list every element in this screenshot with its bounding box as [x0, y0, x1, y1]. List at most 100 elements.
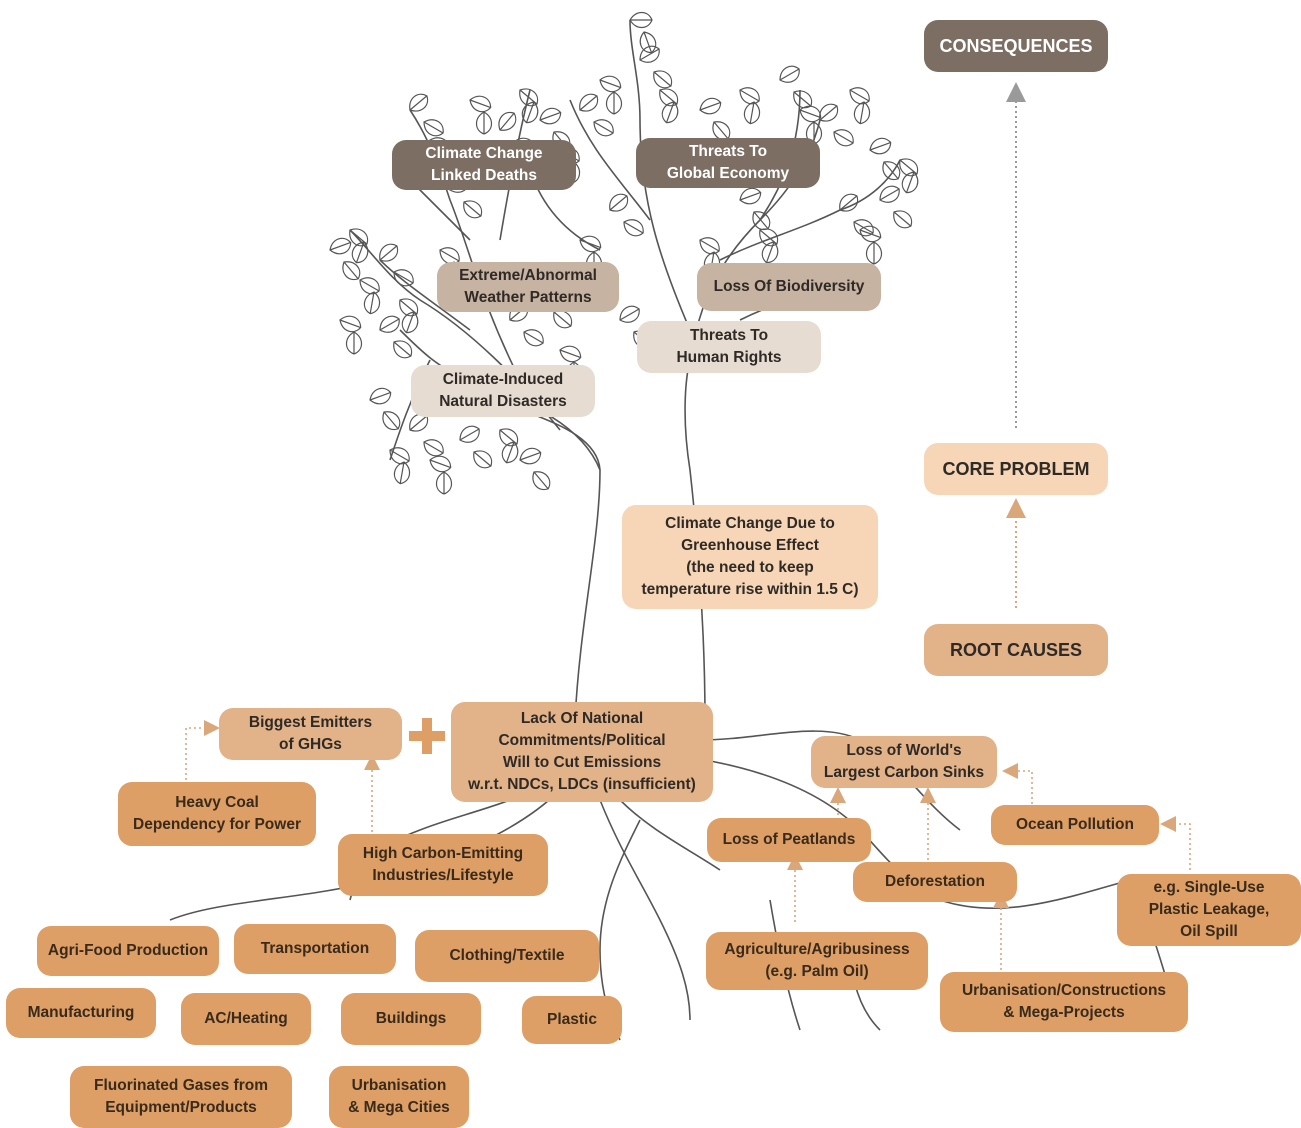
- leaf-mark: [382, 411, 401, 431]
- leaf-mark: [739, 87, 760, 105]
- leaf-mark: [401, 311, 419, 334]
- leaf-mark: [882, 161, 901, 181]
- leaf-mark: [393, 461, 411, 485]
- leaf-mark: [605, 91, 623, 115]
- leaf-mark: [351, 241, 369, 264]
- root-agribusiness: Agriculture/Agribusiness (e.g. Palm Oil): [706, 932, 928, 990]
- leaf-mark: [579, 93, 599, 112]
- leaf-mark: [659, 88, 679, 107]
- leaf-mark: [653, 70, 673, 89]
- root-heavy-coal: Heavy Coal Dependency for Power: [118, 782, 316, 846]
- leaf-mark: [699, 237, 720, 255]
- arrow-coal-to-emitters: [185, 720, 220, 780]
- leaf-mark: [619, 305, 640, 323]
- leaf-mark: [833, 129, 854, 147]
- leaf-mark: [853, 101, 871, 125]
- leaf-mark: [819, 103, 839, 122]
- leaf-mark: [532, 471, 551, 491]
- leaf-mark: [359, 277, 380, 295]
- leaf-mark: [423, 439, 444, 457]
- leaf-mark: [519, 88, 539, 107]
- root-clothing-textile: Clothing/Textile: [415, 930, 599, 982]
- consequence-human-rights: Threats To Human Rights: [637, 321, 821, 373]
- consequence-weather: Extreme/Abnormal Weather Patterns: [437, 262, 619, 312]
- root-buildings: Buildings: [341, 993, 481, 1045]
- leaf-mark: [459, 425, 480, 443]
- leaf-mark: [853, 219, 874, 237]
- root-ac-heating: AC/Heating: [181, 993, 311, 1045]
- leaf-mark: [623, 219, 644, 237]
- leaf-mark: [639, 45, 660, 63]
- leaf-mark: [439, 247, 460, 265]
- leaf-mark: [849, 87, 870, 105]
- leaf-mark: [521, 101, 539, 124]
- root-agri-food: Agri-Food Production: [37, 926, 219, 976]
- leaf-mark: [879, 185, 900, 203]
- leaf-mark: [499, 428, 519, 447]
- leaf-mark: [699, 97, 722, 115]
- leaf-mark: [761, 241, 779, 264]
- consequence-biodiversity: Loss Of Biodiversity: [697, 263, 881, 311]
- consequence-disasters: Climate-Induced Natural Disasters: [411, 365, 595, 417]
- legend-consequences: CONSEQUENCES: [924, 20, 1108, 72]
- root-manufacturing: Manufacturing: [6, 988, 156, 1038]
- leaf-mark: [743, 101, 761, 125]
- leaf-mark: [739, 187, 762, 205]
- legend-root-causes: ROOT CAUSES: [924, 624, 1108, 676]
- consequence-deaths: Climate Change Linked Deaths: [392, 140, 576, 190]
- leaf-mark: [389, 447, 410, 465]
- leaf-mark: [869, 137, 892, 155]
- root-loss-of-peatlands: Loss of Peatlands: [707, 818, 871, 862]
- leaf-mark: [859, 225, 882, 243]
- leaf-mark: [369, 387, 392, 405]
- tree-leaves: [329, 11, 919, 495]
- leaf-mark: [469, 95, 492, 113]
- leaf-mark: [599, 75, 622, 93]
- leaf-mark: [429, 455, 452, 473]
- leaf-mark: [865, 241, 883, 265]
- root-biggest-emitters: Biggest Emitters of GHGs: [219, 708, 402, 760]
- leaf-mark: [498, 111, 517, 131]
- leaf-mark: [349, 228, 369, 247]
- root-carbon-sinks: Loss of World's Largest Carbon Sinks: [811, 736, 997, 788]
- leaf-mark: [579, 235, 602, 253]
- leaf-mark: [342, 261, 361, 281]
- leaf-mark: [501, 441, 519, 464]
- consequence-economy: Threats To Global Economy: [636, 138, 820, 188]
- leaf-mark: [559, 345, 582, 363]
- leaf-mark: [339, 315, 362, 333]
- leaf-mark: [519, 447, 542, 465]
- root-urban-mega-cities: Urbanisation & Mega Cities: [329, 1066, 469, 1128]
- root-plastic: Plastic: [522, 996, 622, 1044]
- plus-icon: [409, 718, 445, 754]
- root-lack-commitments: Lack Of National Commitments/Political W…: [451, 702, 713, 802]
- leaf-mark: [379, 243, 399, 262]
- leaf-mark: [661, 101, 679, 124]
- leaf-mark: [409, 93, 429, 112]
- legend-core-problem: CORE PROBLEM: [924, 443, 1108, 495]
- leaf-mark: [435, 471, 453, 495]
- leaf-mark: [779, 65, 800, 83]
- leaf-mark: [609, 193, 629, 212]
- leaf-mark: [799, 105, 822, 123]
- root-urban-constructions: Urbanisation/Constructions & Mega-Projec…: [940, 972, 1188, 1032]
- leaf-mark: [363, 291, 381, 315]
- leaf-mark: [523, 329, 544, 347]
- leaf-mark: [423, 119, 444, 137]
- core-problem: Climate Change Due to Greenhouse Effect …: [622, 505, 878, 609]
- root-fluorinated-gases: Fluorinated Gases from Equipment/Product…: [70, 1066, 292, 1128]
- leaf-mark: [539, 107, 562, 125]
- leaf-mark: [463, 200, 483, 219]
- leaf-mark: [393, 269, 414, 287]
- arrow-ocean-to-sinks: [1002, 763, 1033, 804]
- leaf-mark: [473, 450, 493, 469]
- leaf-mark: [475, 111, 493, 135]
- leaf-mark: [839, 193, 859, 212]
- leaf-mark: [893, 210, 913, 229]
- leaf-mark: [345, 331, 363, 355]
- root-high-carbon-industries: High Carbon-Emitting Industries/Lifestyl…: [338, 834, 548, 896]
- leaf-mark: [629, 11, 653, 29]
- leaf-mark: [393, 340, 413, 359]
- root-ocean-pollution: Ocean Pollution: [991, 805, 1159, 845]
- root-plastic-leakage: e.g. Single-Use Plastic Leakage, Oil Spi…: [1117, 874, 1301, 946]
